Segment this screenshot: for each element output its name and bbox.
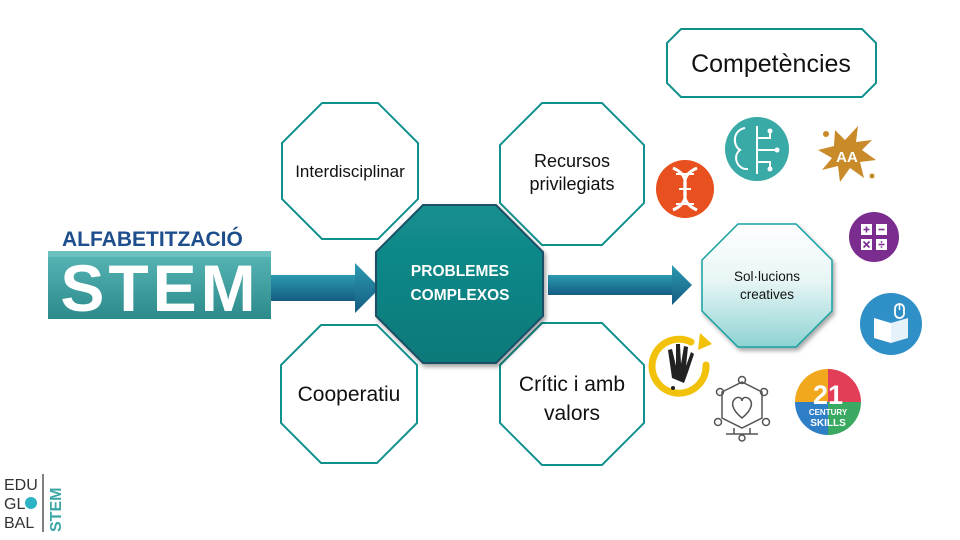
badge-century: CENTURY xyxy=(809,408,848,417)
logo-bal: BAL xyxy=(4,515,34,532)
label-center-2: COMPLEXOS xyxy=(410,287,509,304)
elearning-book-icon xyxy=(860,293,922,355)
paint-splash-icon: AA xyxy=(818,126,876,182)
stem-box: STEM xyxy=(48,251,271,325)
competencies-box: Competències xyxy=(666,28,877,98)
label-recursos-2: privilegiats xyxy=(529,174,614,194)
octagon-critic: Crític i amb valors xyxy=(499,322,645,466)
dna-icon xyxy=(656,160,714,218)
label-competencies: Competències xyxy=(691,50,851,78)
logo-dot xyxy=(25,497,37,509)
eduglobal-logo: EDU GL BAL STEM xyxy=(4,474,65,532)
octagon-cooperatiu: Cooperatiu xyxy=(280,324,418,464)
octagon-center xyxy=(375,204,544,364)
label-recursos-1: Recursos xyxy=(534,151,610,171)
label-critic-2: valors xyxy=(544,402,600,425)
logo-edu: EDU xyxy=(4,477,38,494)
label-interdisciplinar: Interdisciplinar xyxy=(295,162,405,181)
octagon-recursos: Recursos privilegiats xyxy=(499,102,645,246)
raising-hand-icon xyxy=(648,333,712,397)
label-critic-1: Crític i amb xyxy=(519,373,625,396)
label-solucions-2: creatives xyxy=(740,287,794,302)
label-center-1: PROBLEMES xyxy=(411,263,509,280)
octagon-interdisciplinar: Interdisciplinar xyxy=(281,102,419,240)
arrow-stem-to-center xyxy=(270,263,380,313)
octagon-solucions xyxy=(701,223,833,348)
calculator-icon xyxy=(849,212,899,262)
badge-skills: SKILLS xyxy=(810,418,846,429)
label-solucions-1: Sol·lucions xyxy=(734,269,800,284)
21st-century-skills-icon: 21 CENTURY SKILLS xyxy=(795,369,861,435)
arrow-center-to-solutions xyxy=(548,265,692,305)
title-alfabetitzacio: ALFABETITZACIÓ xyxy=(62,227,243,251)
svg-text:AA: AA xyxy=(836,149,858,166)
logo-gl: GL xyxy=(4,496,25,513)
badge-21: 21 xyxy=(813,380,843,410)
label-cooperatiu: Cooperatiu xyxy=(298,383,401,406)
stem-text: STEM xyxy=(60,251,259,325)
logo-stem: STEM xyxy=(48,488,65,532)
brain-circuit-icon xyxy=(725,117,789,181)
teamwork-heart-icon xyxy=(713,375,771,442)
